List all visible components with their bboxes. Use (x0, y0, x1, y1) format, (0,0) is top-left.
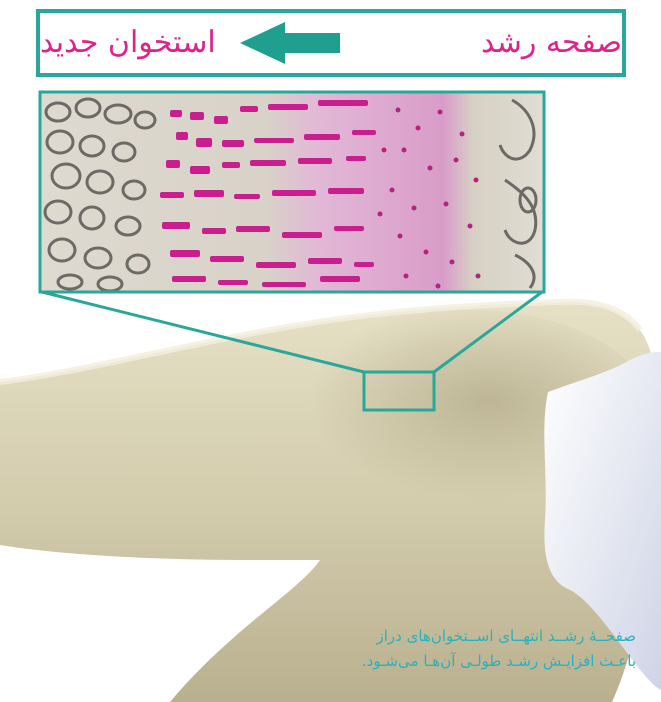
growth-plate-label: صفحه رشد (352, 12, 622, 72)
microscope-panel (40, 92, 544, 292)
caption: صفحــهٔ رشــد انتهــای اســتخوان‌های درا… (336, 624, 636, 674)
caption-line-2: باعـث افزایـش رشـد طولـی آن‌هـا می‌شـود. (336, 649, 636, 674)
new-bone-label: استخوان جدید (40, 12, 240, 72)
caption-line-1: صفحــهٔ رشــد انتهــای اســتخوان‌های درا… (336, 624, 636, 649)
